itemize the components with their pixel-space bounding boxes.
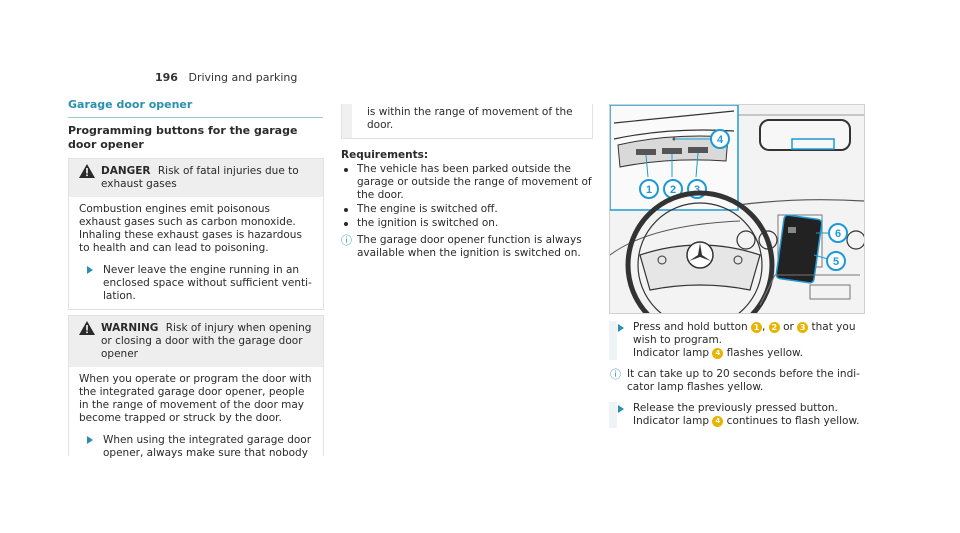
- danger-text: Combustion engines emit poisonous exhaus…: [79, 203, 302, 254]
- list-item: The vehicle has been parked outside the …: [341, 163, 601, 202]
- svg-text:5: 5: [833, 256, 839, 268]
- warning-header: WARNING Risk of injury when opening or c…: [69, 316, 323, 367]
- button-1-badge: 1: [751, 321, 763, 333]
- action-arrow-icon: [618, 324, 624, 332]
- callout-6: 6: [828, 223, 848, 243]
- list-item: the ignition is switched on.: [341, 217, 601, 230]
- warning-triangle-icon: [79, 164, 95, 178]
- page-number: 196: [155, 71, 178, 84]
- requirements: Requirements: The vehicle has been parke…: [341, 149, 601, 260]
- step-info: ⓘ It can take up to 20 seconds before th…: [609, 368, 871, 394]
- warning-text: When you operate or program the door wit…: [79, 373, 312, 424]
- warning-action: When using the integrated garage door op…: [79, 434, 315, 460]
- section-divider: [68, 117, 323, 118]
- indicator-lamp-badge: 4: [712, 347, 724, 359]
- info-icon: ⓘ: [610, 368, 621, 381]
- danger-action: Never leave the engine running in an enc…: [79, 264, 315, 303]
- svg-text:2: 2: [670, 184, 676, 196]
- step-1-text-end: that you wish to program.: [633, 321, 856, 346]
- step-2-text: Release the previously pressed button.: [633, 402, 838, 414]
- danger-body: Combustion engines emit poisonous exhaus…: [69, 197, 323, 309]
- requirements-list: The vehicle has been parked outside the …: [341, 163, 601, 230]
- callout-1: 1: [639, 179, 659, 199]
- step-1-lamp-text-end: flashes yellow.: [726, 347, 804, 359]
- action-arrow-icon: [87, 266, 93, 274]
- list-item: The engine is switched off.: [341, 203, 601, 216]
- requirements-info-text: The garage door opener function is alway…: [357, 234, 582, 259]
- step-1-separator: ,: [762, 321, 766, 333]
- svg-text:1: 1: [646, 184, 652, 196]
- warning-continuation: is within the range of movement of the d…: [341, 104, 593, 139]
- warning-box: WARNING Risk of injury when opening or c…: [68, 315, 324, 459]
- action-arrow-icon: [618, 405, 624, 413]
- danger-box: DANGER Risk of fatal injuries due to exh…: [68, 158, 324, 310]
- warning-action-text: When using the integrated garage door op…: [103, 434, 312, 459]
- warning-triangle-icon: [79, 321, 95, 335]
- danger-action-text: Never leave the engine running in an enc…: [103, 264, 312, 302]
- step-info-text: It can take up to 20 seconds before the …: [627, 368, 860, 393]
- warning-body: When you operate or program the door wit…: [69, 367, 323, 466]
- step-1-text: Press and hold button: [633, 321, 748, 333]
- section-title: Garage door opener: [68, 98, 193, 111]
- step-1: Press and hold button 1, 2 or 3 that you…: [609, 321, 871, 360]
- cockpit-drawing: 1 2 3 4: [609, 104, 866, 340]
- callout-5: 5: [826, 251, 846, 271]
- action-arrow-icon: [87, 436, 93, 444]
- callout-4: 4: [710, 129, 730, 149]
- requirements-info: ⓘ The garage door opener function is alw…: [341, 234, 601, 260]
- step-2-lamp-text: Indicator lamp: [633, 415, 709, 427]
- step-2: Release the previously pressed button. I…: [609, 402, 871, 428]
- danger-header: DANGER Risk of fatal injuries due to exh…: [69, 159, 323, 197]
- page-header: 196 Driving and parking: [155, 71, 297, 84]
- svg-text:6: 6: [835, 228, 841, 240]
- svg-text:4: 4: [717, 134, 724, 146]
- info-icon: ⓘ: [341, 234, 352, 247]
- warning-label: WARNING: [101, 322, 159, 334]
- requirements-heading: Requirements:: [341, 149, 429, 161]
- svg-text:3: 3: [694, 184, 700, 196]
- warning-continuation-text: is within the range of movement of the d…: [367, 106, 573, 131]
- warning-headline: Risk of injury when opening or closing a…: [101, 322, 312, 360]
- subsection-title: Programming buttons for the garage door …: [68, 124, 298, 151]
- button-3-badge: 3: [797, 321, 809, 333]
- steps: Press and hold button 1, 2 or 3 that you…: [609, 321, 871, 436]
- button-2-badge: 2: [768, 321, 780, 333]
- danger-label: DANGER: [101, 165, 151, 177]
- danger-headline: Risk of fatal injuries due to exhaust ga…: [101, 165, 299, 190]
- step-1-or: or: [783, 321, 794, 333]
- section-name: Driving and parking: [188, 71, 298, 84]
- cockpit-illustration: 1 2 3 4: [609, 104, 866, 340]
- continuation-stripe: [342, 104, 352, 138]
- indicator-lamp-badge: 4: [712, 415, 724, 427]
- step-1-lamp-text: Indicator lamp: [633, 347, 709, 359]
- step-2-lamp-text-end: continues to flash yellow.: [726, 415, 860, 427]
